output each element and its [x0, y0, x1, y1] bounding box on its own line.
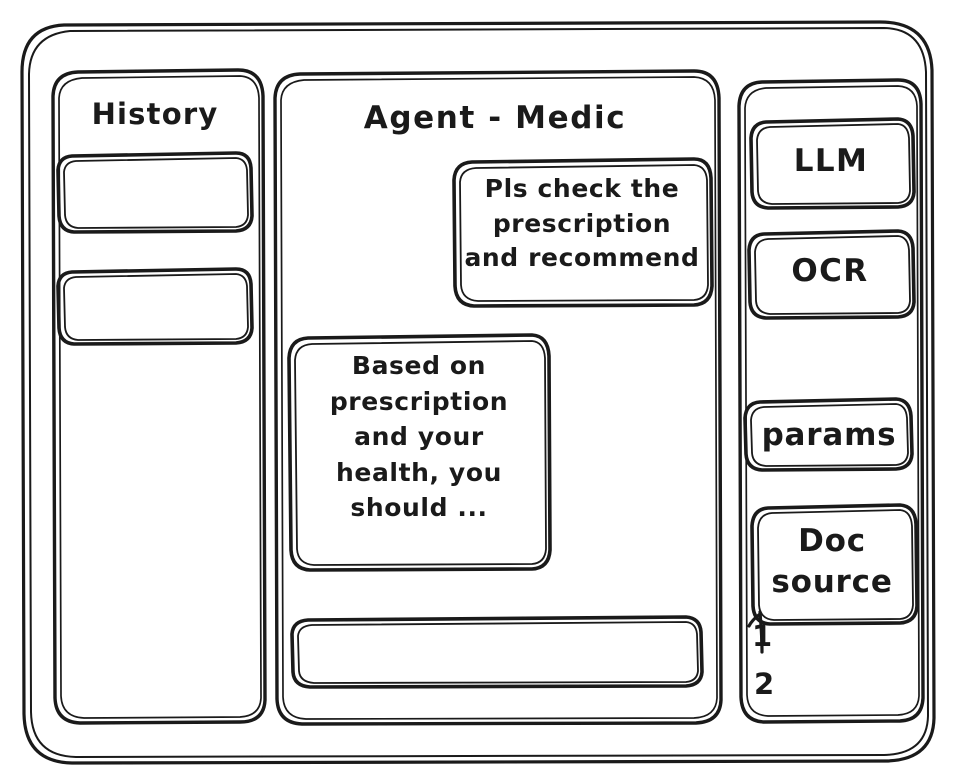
tool-ocr-label: OCR	[791, 253, 869, 289]
doc-source-item-1[interactable]: 1	[752, 619, 773, 653]
tool-params-label: params	[761, 417, 897, 453]
tool-llm-label: LLM	[793, 143, 869, 179]
history-item-2[interactable]	[58, 269, 253, 345]
page-title: Agent - Medic	[363, 100, 627, 136]
doc-source-item-2[interactable]: 2	[754, 667, 775, 701]
user-message-text: Pls check the prescription and recommend	[464, 174, 700, 272]
history-panel-title: History	[91, 97, 219, 131]
agent-message-text: Based on prescription and your health, y…	[329, 351, 509, 522]
doc-source-label: Doc source	[771, 523, 893, 600]
history-item-1[interactable]	[58, 153, 253, 233]
composer-input[interactable]	[292, 617, 703, 687]
